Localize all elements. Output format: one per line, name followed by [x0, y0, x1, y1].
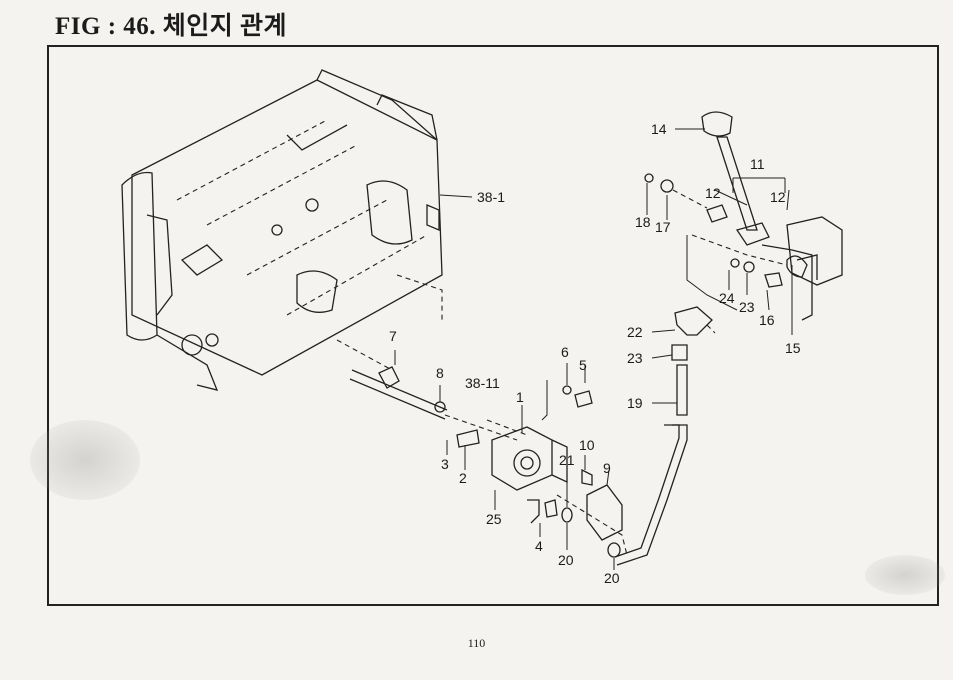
part-label: 9 [603, 460, 611, 476]
part-label: 12 [770, 189, 786, 205]
part-label: 21 [559, 452, 575, 468]
part-label: 16 [759, 312, 775, 328]
part-label: 4 [535, 538, 543, 554]
part-label: 2 [459, 470, 467, 486]
figure-frame [47, 45, 939, 606]
part-label: 8 [436, 365, 444, 381]
part-label: 18 [635, 214, 651, 230]
part-label: 19 [627, 395, 643, 411]
part-label: 14 [651, 121, 667, 137]
page-number: 110 [467, 636, 486, 650]
part-label: 20 [558, 552, 574, 568]
part-label: 24 [719, 290, 735, 306]
scan-smudge [30, 420, 140, 500]
part-label: 5 [579, 357, 587, 373]
part-label: 6 [561, 344, 569, 360]
leader-lines [394, 128, 793, 570]
part-label: 17 [655, 219, 671, 235]
part-label: 23 [739, 299, 755, 315]
part-label: 15 [785, 340, 801, 356]
transmission-housing [121, 69, 443, 391]
part-label: 23 [627, 350, 643, 366]
exploded-parts-diagram: 38-1 14 11 12 12 18 17 24 23 16 15 22 23… [121, 69, 843, 586]
shifter-housing [456, 419, 568, 491]
shift-lever-assembly [644, 111, 843, 321]
nut-washer [541, 380, 593, 421]
shift-lever-bracket [527, 468, 628, 558]
part-label: 22 [627, 324, 643, 340]
control-rod [614, 306, 716, 566]
part-label: 38-1 [477, 189, 505, 205]
figure-title: FIG : 46. 체인지 관계 [55, 13, 288, 40]
part-label: 1 [516, 389, 524, 405]
part-label: 38-11 [465, 375, 500, 391]
part-labels: 38-1 14 11 12 12 18 17 24 23 16 15 22 23… [389, 121, 801, 586]
part-label: 11 [750, 156, 765, 172]
scan-smudge [865, 555, 945, 595]
part-label: 12 [705, 185, 721, 201]
part-label: 7 [389, 328, 397, 344]
part-label: 10 [579, 437, 595, 453]
part-label: 20 [604, 570, 620, 586]
part-label: 25 [486, 511, 502, 527]
part-label: 3 [441, 456, 449, 472]
